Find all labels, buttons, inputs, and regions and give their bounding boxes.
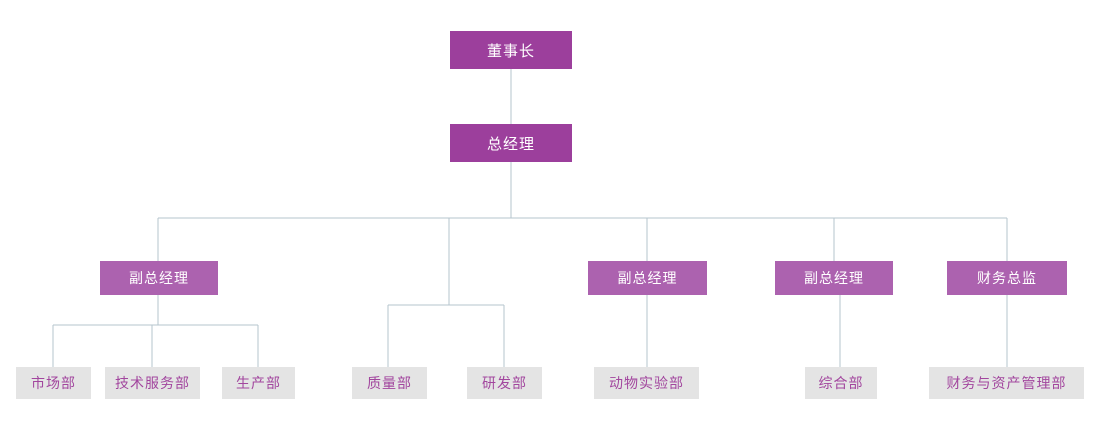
node-dept-finance-asset-label: 财务与资产管理部 xyxy=(946,376,1067,392)
node-dept-tech-service[interactable]: 技术服务部 xyxy=(105,367,200,399)
node-vp2-label: 副总经理 xyxy=(617,271,678,287)
node-dept-marketing[interactable]: 市场部 xyxy=(16,367,91,399)
node-dept-tech-service-label: 技术服务部 xyxy=(115,376,190,392)
node-dept-quality[interactable]: 质量部 xyxy=(352,367,427,399)
node-general-manager-label: 总经理 xyxy=(486,134,535,153)
node-dept-general-affairs[interactable]: 综合部 xyxy=(805,367,877,399)
node-dept-production-label: 生产部 xyxy=(236,376,281,392)
node-cfo[interactable]: 财务总监 xyxy=(947,261,1067,295)
node-vp3[interactable]: 副总经理 xyxy=(775,261,893,295)
node-cfo-label: 财务总监 xyxy=(977,271,1037,287)
node-general-manager[interactable]: 总经理 xyxy=(450,124,572,162)
node-dept-production[interactable]: 生产部 xyxy=(222,367,295,399)
node-dept-rd[interactable]: 研发部 xyxy=(467,367,542,399)
node-dept-quality-label: 质量部 xyxy=(367,376,412,392)
node-vp1-label: 副总经理 xyxy=(129,271,189,287)
node-vp2[interactable]: 副总经理 xyxy=(588,261,707,295)
node-chairman[interactable]: 董事长 xyxy=(450,31,572,69)
node-vp1[interactable]: 副总经理 xyxy=(100,261,218,295)
node-chairman-label: 董事长 xyxy=(486,41,535,60)
node-dept-animal-lab-label: 动物实验部 xyxy=(609,376,684,392)
node-vp3-label: 副总经理 xyxy=(804,271,864,287)
node-dept-animal-lab[interactable]: 动物实验部 xyxy=(594,367,699,399)
node-dept-general-affairs-label: 综合部 xyxy=(818,376,864,392)
node-dept-finance-asset[interactable]: 财务与资产管理部 xyxy=(929,367,1084,399)
node-dept-rd-label: 研发部 xyxy=(482,376,527,392)
node-dept-marketing-label: 市场部 xyxy=(31,376,76,392)
